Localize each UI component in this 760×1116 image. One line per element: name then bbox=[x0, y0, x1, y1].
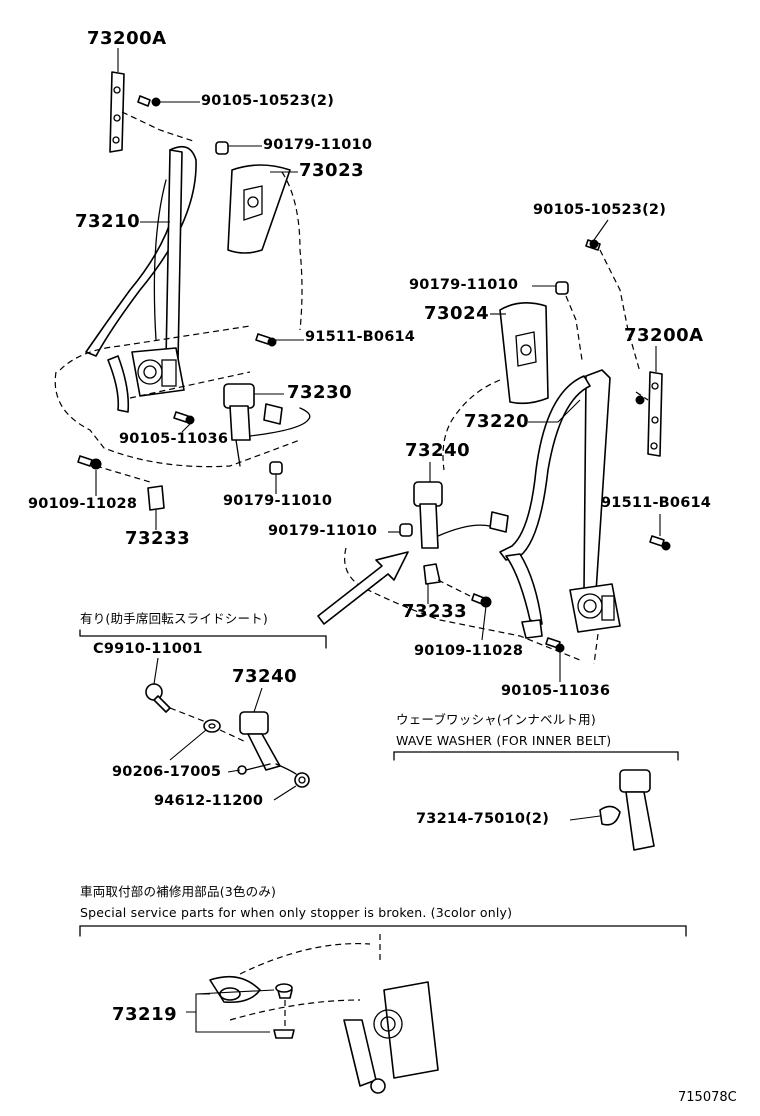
cap-upper-left bbox=[215, 141, 229, 155]
cover-73233-right bbox=[423, 563, 441, 585]
callout-90105-10523-right: 90105-10523(2) bbox=[533, 202, 667, 218]
trim-cover-73023 bbox=[227, 164, 291, 254]
callout-73214-75010: 73214-75010(2) bbox=[416, 811, 550, 827]
callout-90105-11036-left: 90105-11036 bbox=[119, 431, 229, 447]
buckle-73240-sub bbox=[237, 711, 297, 775]
callout-90109-11028-right: 90109-11028 bbox=[414, 643, 524, 659]
note-special-parts-jp: 車両取付部の補修用部品(3色のみ) bbox=[80, 884, 277, 899]
shoulder-anchor-right bbox=[647, 371, 663, 457]
callout-73219: 73219 bbox=[112, 1004, 178, 1025]
callout-73220: 73220 bbox=[464, 411, 530, 432]
bolt-91511-right bbox=[649, 535, 671, 551]
wave-washer-buckle bbox=[599, 769, 655, 851]
cap-lower-left bbox=[269, 461, 283, 475]
callout-73230: 73230 bbox=[287, 382, 353, 403]
callout-C9910-11001: C9910-11001 bbox=[93, 641, 203, 657]
bolt-90109-right bbox=[471, 593, 492, 608]
callout-73200A-top: 73200A bbox=[87, 28, 167, 49]
callout-94612-11200: 94612-11200 bbox=[154, 793, 264, 809]
callout-73233-left: 73233 bbox=[125, 528, 191, 549]
note-wave-washer-en: WAVE WASHER (FOR INNER BELT) bbox=[396, 733, 612, 748]
callout-90206-17005: 90206-17005 bbox=[112, 764, 222, 780]
washer-90206 bbox=[203, 719, 221, 733]
note-wave-washer-jp: ウェーブワッシャ(インナベルト用) bbox=[396, 712, 596, 727]
note-special-parts-en: Special service parts for when only stop… bbox=[80, 905, 513, 920]
front-belt-left bbox=[85, 145, 197, 363]
bolt-90105-11036-right bbox=[545, 637, 565, 653]
callout-90179-11010-b: 90179-11010 bbox=[223, 493, 333, 509]
callout-73023: 73023 bbox=[299, 160, 365, 181]
trim-cover-73024 bbox=[499, 302, 549, 405]
detail-arrow bbox=[317, 551, 409, 625]
callout-90179-11010-a: 90179-11010 bbox=[263, 137, 373, 153]
callout-73210: 73210 bbox=[75, 211, 141, 232]
callout-73233-right: 73233 bbox=[402, 601, 468, 622]
callout-73240-main: 73240 bbox=[405, 440, 471, 461]
cap-mid-right bbox=[399, 523, 413, 537]
buckle-73240-main bbox=[413, 481, 509, 549]
grommet-94612 bbox=[294, 772, 310, 788]
bolt-right-mid bbox=[635, 395, 645, 405]
callout-90109-11028-left: 90109-11028 bbox=[28, 496, 138, 512]
bolt-90105-11036-left bbox=[173, 411, 195, 425]
callout-91511-B0614-right: 91511-B0614 bbox=[601, 495, 712, 511]
cap-upper-right bbox=[555, 281, 569, 295]
screw-c9910 bbox=[145, 683, 171, 713]
figure-number: 715078C bbox=[678, 1090, 737, 1105]
note-swivel-seat: 有り(助手席回転スライドシート) bbox=[80, 611, 268, 626]
bolt-left-upper bbox=[137, 95, 161, 107]
callout-90105-10523-left: 90105-10523(2) bbox=[201, 93, 335, 109]
callout-90105-11036-right: 90105-11036 bbox=[501, 683, 611, 699]
callout-90179-11010-d: 90179-11010 bbox=[268, 523, 378, 539]
bolt-right-upper bbox=[585, 239, 601, 251]
retractor-right bbox=[569, 583, 621, 633]
callout-73200A-right: 73200A bbox=[624, 325, 704, 346]
bolt-91511-left bbox=[255, 333, 277, 347]
callout-90179-11010-c: 90179-11010 bbox=[409, 277, 519, 293]
cover-73233-left bbox=[147, 485, 165, 511]
leader-lines bbox=[95, 48, 661, 1033]
callout-73240-sub: 73240 bbox=[232, 666, 298, 687]
buckle-73230 bbox=[223, 383, 311, 467]
stopper-detail bbox=[209, 930, 439, 1094]
shoulder-anchor-left bbox=[109, 71, 125, 153]
callout-73024: 73024 bbox=[424, 303, 490, 324]
retractor-left bbox=[131, 347, 185, 397]
callout-91511-B0614-left: 91511-B0614 bbox=[305, 329, 416, 345]
